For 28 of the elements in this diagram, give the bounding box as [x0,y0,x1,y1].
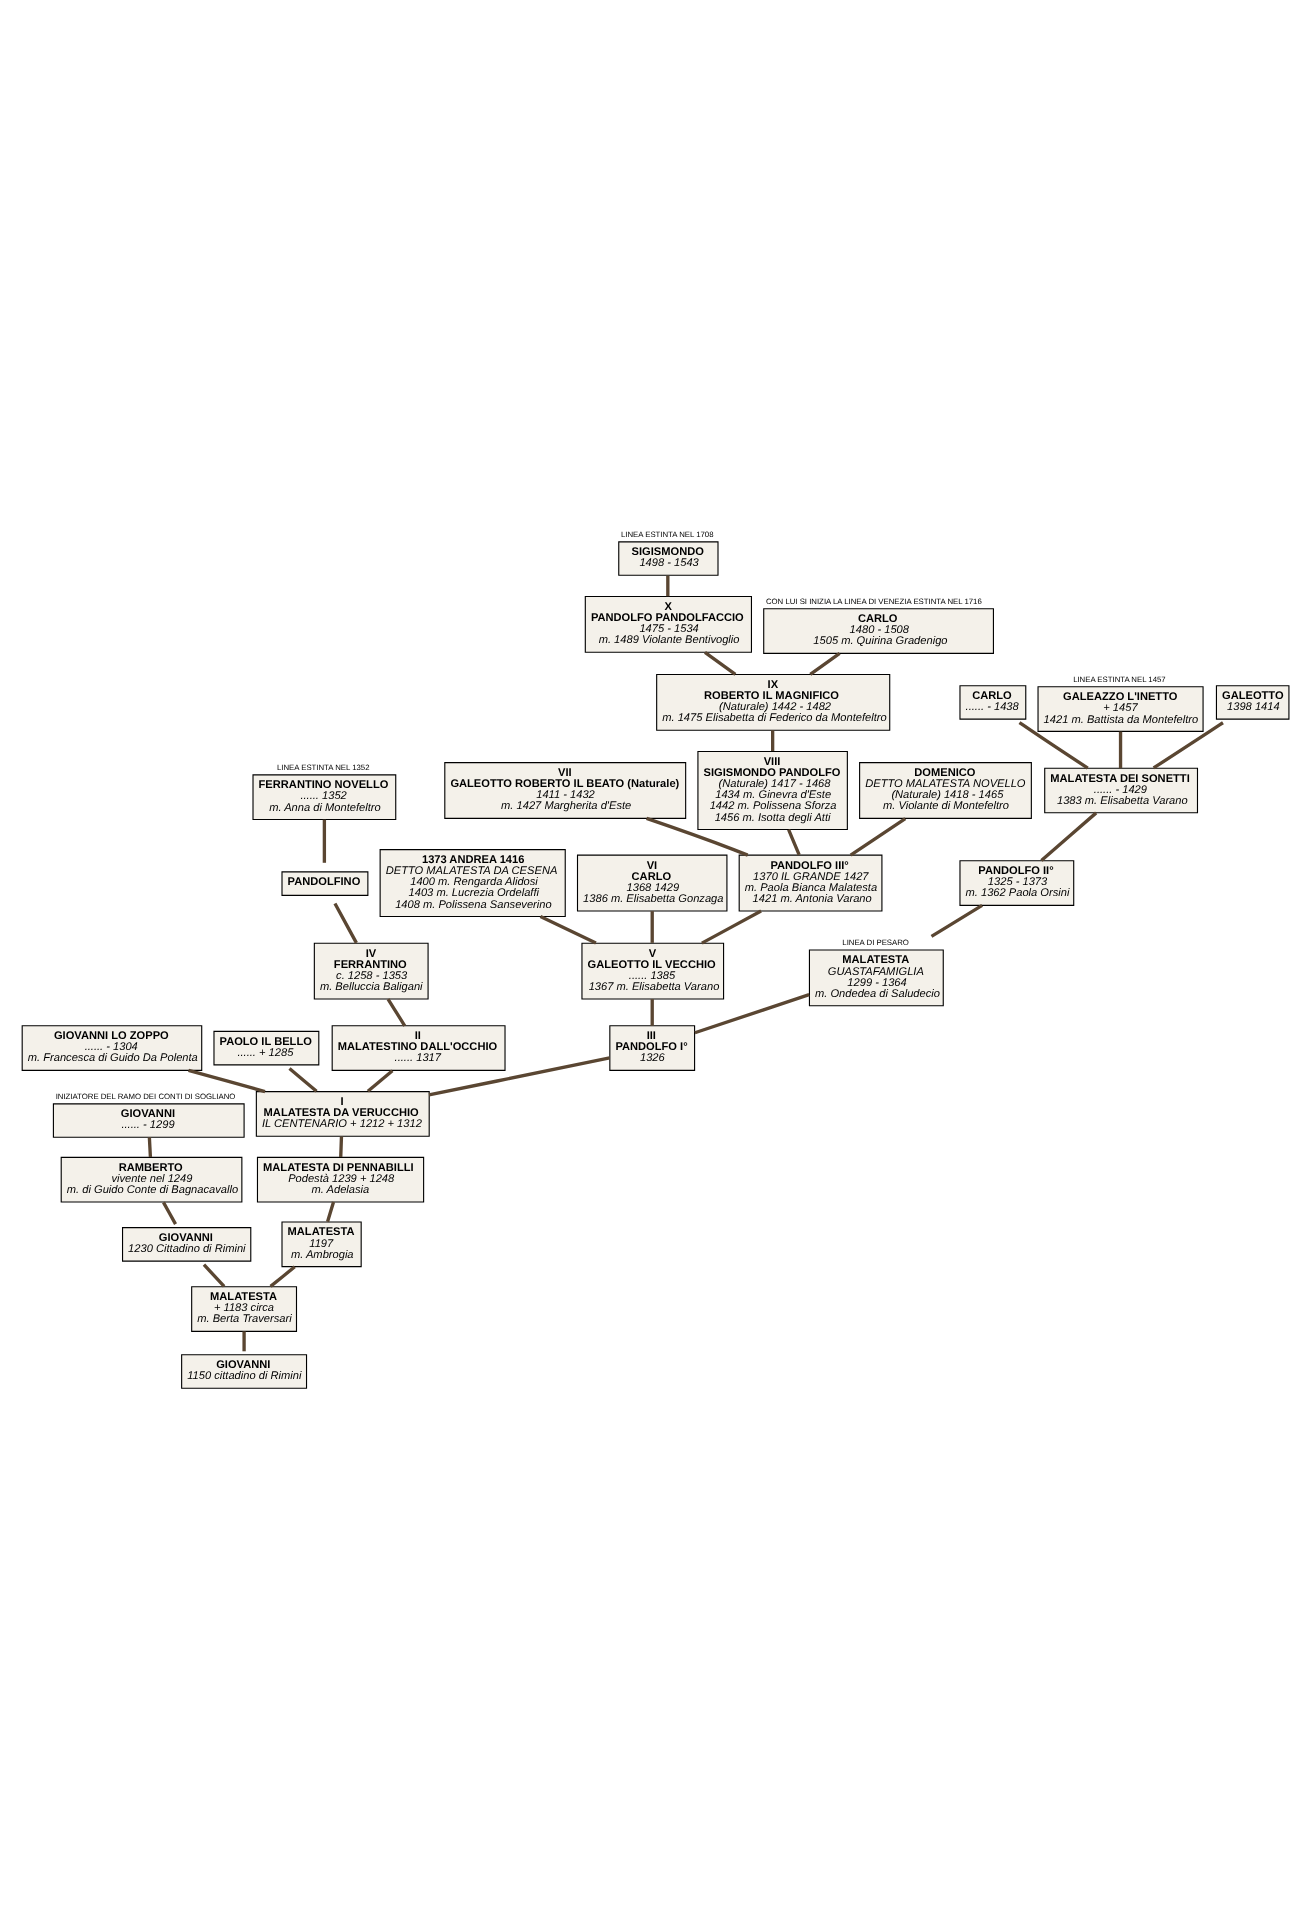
connector [809,652,841,676]
connector [930,903,983,938]
connector [1152,721,1224,770]
connector [770,730,775,751]
connector [1040,811,1098,862]
connector [787,829,801,856]
connector [333,902,358,944]
connector [325,1201,336,1223]
connector [242,1331,246,1352]
connector [703,651,737,676]
connector [650,911,654,943]
connector [322,819,327,863]
connector [1118,731,1123,769]
connector [269,1265,296,1288]
connector [202,1263,226,1288]
connector [694,993,810,1035]
connector [386,998,407,1027]
connector [428,1056,610,1097]
connector [288,1067,318,1093]
connector [539,915,597,945]
connector [147,1137,153,1158]
connector [701,909,762,945]
connector [188,1068,266,1094]
connector [162,1201,177,1225]
connector [339,1136,344,1158]
connector [650,999,654,1026]
connector [366,1069,394,1093]
connector [666,575,670,597]
